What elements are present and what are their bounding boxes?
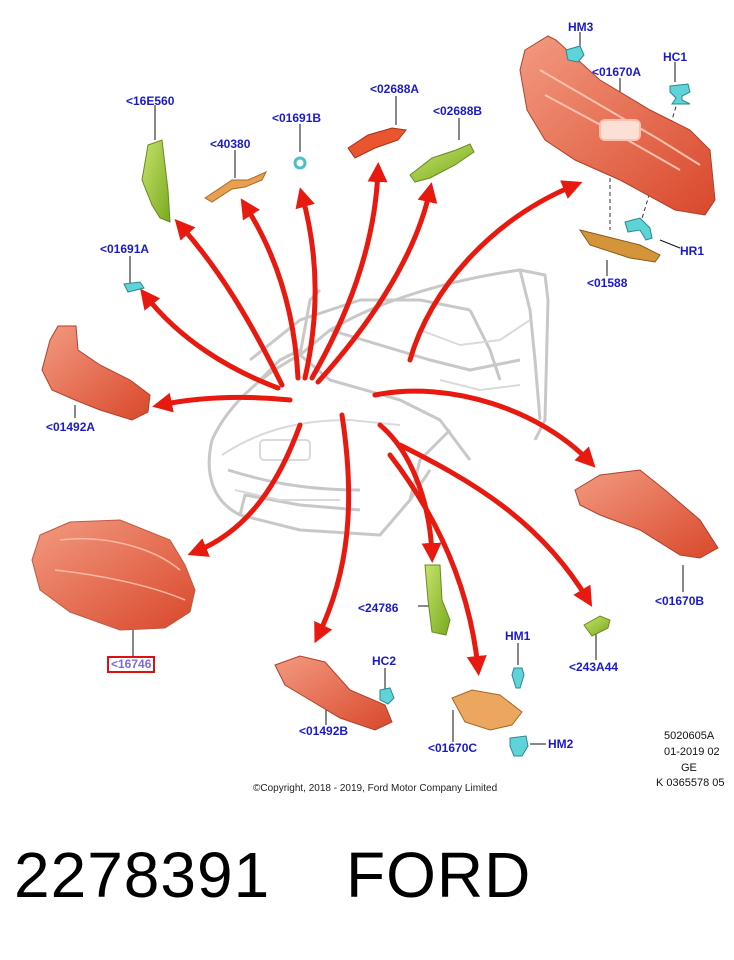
arrow-to-01670C	[387, 452, 487, 676]
arrow-to-16E560	[174, 219, 285, 388]
callout-HC1[interactable]: HC1	[663, 50, 688, 64]
part-HR1[interactable]	[624, 217, 653, 241]
part-HC1[interactable]	[669, 83, 691, 105]
callout-01670C[interactable]: <01670C	[428, 741, 478, 755]
part-01670B[interactable]	[574, 469, 719, 559]
part-16746-detail	[54, 538, 186, 601]
part-01691A[interactable]	[123, 281, 145, 293]
copyright: ©Copyright, 2018 - 2019, Ford Motor Comp…	[253, 783, 498, 794]
arrow-to-02688A	[309, 162, 388, 381]
arrow-to-01691B	[295, 187, 318, 381]
part-40380[interactable]	[204, 170, 268, 203]
part-HC2[interactable]	[379, 687, 395, 705]
callout-02688B[interactable]: <02688B	[433, 104, 483, 118]
part-number: 2278391	[14, 839, 271, 911]
drawing-region: GE	[681, 762, 697, 774]
drawing-date: 01-2019 02	[664, 746, 720, 758]
arrow-to-243A44	[397, 442, 593, 607]
callout-01492A[interactable]: <01492A	[46, 420, 96, 434]
drawing-meta: 5020605A 01-2019 02 GE	[664, 728, 720, 776]
arrow-to-01691A	[140, 288, 281, 391]
part-HM2[interactable]	[509, 735, 529, 757]
arrow-to-01492A	[152, 392, 293, 413]
part-24786[interactable]	[424, 564, 451, 636]
arrow-to-01492B	[314, 412, 352, 644]
part-16746[interactable]	[31, 519, 196, 631]
part-243A44[interactable]	[583, 615, 611, 637]
part-01492A[interactable]	[41, 325, 151, 421]
callout-01670B[interactable]: <01670B	[655, 594, 705, 608]
callout-HM2[interactable]: HM2	[548, 737, 574, 751]
part-01670A-detail	[539, 69, 701, 171]
part-01492B[interactable]	[274, 655, 393, 731]
callout-01492B[interactable]: <01492B	[299, 724, 349, 738]
callout-243A44[interactable]: <243A44	[569, 660, 619, 674]
callout-01670A[interactable]: <01670A	[592, 65, 642, 79]
callout-HR1[interactable]: HR1	[680, 244, 705, 258]
brand-name: FORD	[346, 839, 532, 911]
callout-01691A[interactable]: <01691A	[100, 242, 150, 256]
callout-01588[interactable]: <01588	[587, 276, 628, 290]
part-HM3[interactable]	[565, 45, 585, 63]
callout-01691B[interactable]: <01691B	[272, 111, 322, 125]
arrow-to-16746	[187, 422, 303, 557]
arrow-to-40380	[240, 198, 301, 381]
part-02688B[interactable]	[409, 143, 475, 183]
part-01588[interactable]	[578, 229, 661, 263]
part-HM1[interactable]	[511, 667, 525, 689]
callout-16E560[interactable]: <16E560	[126, 94, 175, 108]
callout-24786[interactable]: <24786	[358, 601, 399, 615]
arrow-to-01670A	[407, 180, 583, 363]
callout-16746[interactable]: <16746	[107, 656, 156, 673]
callout-HM3[interactable]: HM3	[568, 20, 594, 34]
callout-HC2[interactable]: HC2	[372, 654, 397, 668]
callout-HM1[interactable]: HM1	[505, 629, 531, 643]
part-01670C[interactable]	[451, 689, 523, 731]
vehicle-body-outline	[207, 268, 550, 537]
part-16E560[interactable]	[141, 139, 171, 223]
arrow-to-01670B	[372, 388, 596, 468]
part-01691B[interactable]	[293, 156, 307, 170]
callout-40380[interactable]: <40380	[210, 137, 251, 151]
drawing-id: 5020605A	[664, 730, 715, 742]
arrow-to-02688B	[315, 182, 438, 385]
drawing-ref: K 0365578 05	[656, 777, 725, 789]
leader-lines	[74, 32, 684, 745]
arrow-to-24786	[377, 422, 442, 563]
callout-02688A[interactable]: <02688A	[370, 82, 420, 96]
arrows	[140, 162, 596, 676]
part-02688A[interactable]	[347, 127, 407, 159]
